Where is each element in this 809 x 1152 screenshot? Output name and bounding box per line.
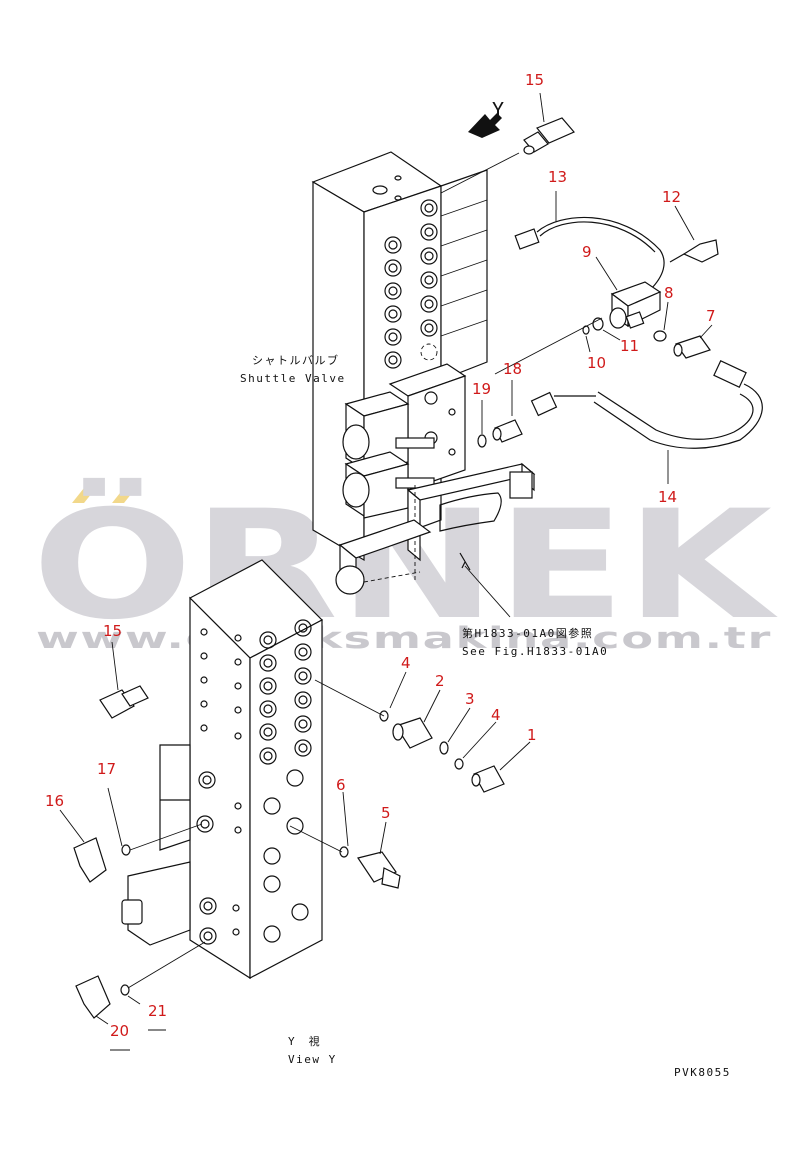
callout-label: 3 — [465, 690, 475, 708]
part-5-sensor — [357, 821, 401, 889]
callout-label: 21 — [148, 1002, 167, 1020]
solenoid-coil-lower — [342, 472, 370, 508]
reference-label-en: See Fig.H1833-01A0 — [462, 645, 608, 658]
lower-left-ports — [196, 628, 242, 945]
callouts-lower: 15 4 2 3 4 1 17 16 6 5 21 20 — [45, 622, 537, 1040]
callout-label: 15 — [103, 622, 122, 640]
upper-assembly: Y — [311, 92, 763, 618]
reference-label-jp: 第H1833-01A0図参照 — [462, 626, 593, 640]
callout-label: 12 — [662, 188, 681, 206]
lower-block-left — [189, 596, 251, 980]
callout-label: 1 — [527, 726, 537, 744]
callout-label: 7 — [706, 307, 716, 325]
solenoid-stack — [335, 363, 536, 595]
part-13-harness — [514, 191, 665, 291]
callout-label: 2 — [435, 672, 445, 690]
part-16-elbow — [59, 809, 107, 883]
part-11-oring — [592, 317, 604, 331]
drawing-code: PVK8055 — [674, 1066, 731, 1079]
callout-label: 15 — [525, 71, 544, 89]
part-18-fitting — [492, 380, 523, 443]
callout-label: 18 — [503, 360, 522, 378]
part-17-oring — [121, 844, 131, 856]
port-column-right — [420, 199, 438, 361]
lower-ports — [259, 619, 312, 943]
part-10-oring — [582, 325, 590, 335]
part-19-oring — [477, 434, 487, 448]
part-12-connector — [669, 205, 719, 263]
part-2-adapter — [392, 689, 441, 749]
part-4b-oring — [454, 758, 464, 770]
callout-label: 10 — [587, 354, 606, 372]
side-plate — [440, 169, 488, 381]
part-9-sensor — [494, 256, 662, 375]
view-y-letter: Y — [492, 98, 504, 122]
watermark-umlaut-dot — [72, 488, 96, 503]
part-15-lower — [99, 641, 149, 719]
shuttle-valve-label-jp: シャトルバルブ — [252, 353, 340, 367]
part-21-oring — [120, 984, 130, 996]
watermark-url: www.orneksmakina.com.tr — [36, 621, 772, 655]
part-6-oring — [339, 846, 349, 858]
callout-label: 20 — [110, 1022, 129, 1040]
callout-label: 9 — [582, 243, 592, 261]
callout-label: 14 — [658, 488, 677, 506]
view-y-indicator[interactable]: Y — [468, 98, 504, 138]
view-label-jp: Y 視 — [288, 1034, 321, 1048]
watermark-umlaut-dot — [112, 488, 136, 503]
lower-assembly — [59, 559, 531, 1051]
callout-label: 8 — [664, 284, 674, 302]
callout-label: 5 — [381, 804, 391, 822]
part-15-pressure-switch — [440, 92, 575, 194]
part-1-fitting — [471, 741, 531, 793]
callout-label: 19 — [472, 380, 491, 398]
lower-block-front — [249, 619, 323, 979]
callout-label: 4 — [491, 706, 501, 724]
callout-label: 11 — [620, 337, 639, 355]
part-7-fitting — [673, 324, 713, 359]
callout-label: 4 — [401, 654, 411, 672]
part-4-oring — [379, 710, 389, 722]
callout-label: 6 — [336, 776, 346, 794]
fitting-bottom — [335, 565, 365, 595]
part-8-oring — [653, 330, 667, 342]
callout-label: 17 — [97, 760, 116, 778]
part-3-plug — [439, 741, 449, 755]
text-labels: シャトルバルブ Shuttle Valve 第H1833-01A0図参照 See… — [240, 353, 731, 1079]
callout-label: 13 — [548, 168, 567, 186]
solenoid-coil-upper — [342, 424, 370, 460]
port-column-left — [384, 236, 402, 369]
shuttle-valve-label-en: Shuttle Valve — [240, 372, 346, 385]
callout-label: 16 — [45, 792, 64, 810]
part-14-hose — [530, 360, 763, 484]
part-20-elbow — [75, 975, 111, 1025]
callouts-upper: 15 13 12 9 8 7 11 10 18 19 14 — [472, 71, 716, 506]
view-label-en: View Y — [288, 1053, 337, 1066]
arrow-down-left-icon — [468, 113, 502, 138]
